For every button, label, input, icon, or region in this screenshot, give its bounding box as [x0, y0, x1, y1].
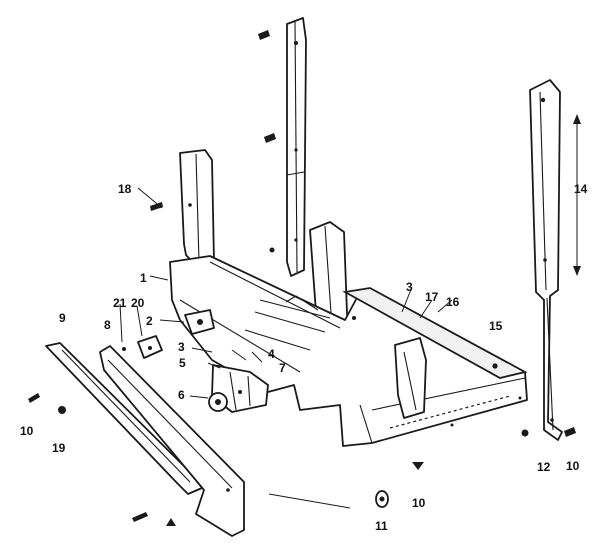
leader-lines [119, 187, 453, 509]
callout-6: 6 [178, 388, 185, 402]
callout-10-right: 10 [566, 459, 580, 473]
callout-7: 7 [279, 361, 286, 375]
callout-20: 20 [131, 296, 145, 310]
callout-14: 14 [574, 182, 588, 196]
clip-hardware [122, 335, 163, 359]
loose-fasteners [28, 30, 576, 526]
motor-assembly [208, 364, 269, 413]
callout-18: 18 [118, 182, 132, 196]
cross-braces [244, 295, 331, 351]
callout-4: 4 [268, 347, 275, 361]
callout-12: 12 [537, 460, 551, 474]
callout-19: 19 [52, 441, 66, 455]
callout-2: 2 [146, 314, 153, 328]
callout-17: 17 [425, 290, 439, 304]
side-slide-rail [529, 79, 563, 441]
callout-1: 1 [140, 271, 147, 285]
center-upright-rail [286, 17, 307, 277]
kick-panel-plate [99, 345, 245, 537]
callout-16: 16 [446, 295, 460, 309]
inner-bracket [394, 337, 427, 419]
callout-10-bottom: 10 [412, 496, 426, 510]
callout-11: 11 [375, 519, 388, 533]
switch-bracket [184, 309, 215, 335]
callout-9: 9 [59, 311, 66, 325]
base-frame [169, 255, 528, 447]
left-upright-post [179, 149, 215, 267]
callout-3-right: 3 [406, 280, 413, 294]
callout-10-left: 10 [20, 424, 34, 438]
callout-3-left: 3 [178, 340, 185, 354]
callout-5: 5 [179, 356, 186, 370]
callout-15: 15 [489, 319, 503, 333]
callout-8: 8 [104, 318, 111, 332]
callout-21: 21 [113, 296, 127, 310]
dimension-arrow [573, 114, 581, 276]
